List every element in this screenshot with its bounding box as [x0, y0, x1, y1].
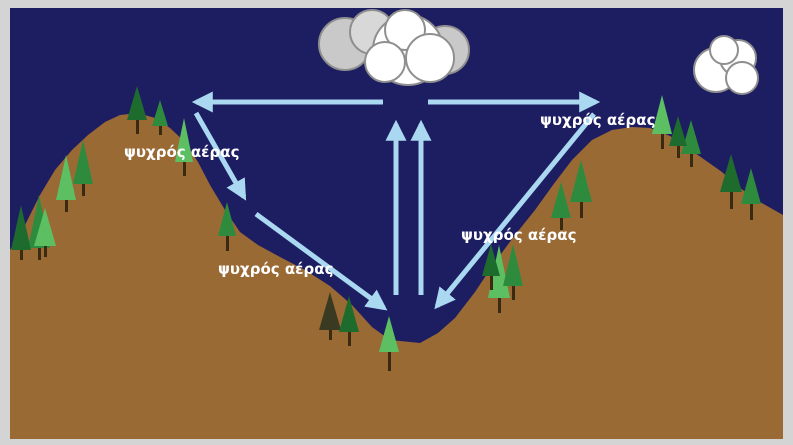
- label-middle-left: ψυχρός αέρας: [218, 260, 333, 278]
- label-top-left: ψυχρός αέρας: [124, 143, 239, 161]
- label-middle-right: ψυχρός αέρας: [461, 226, 576, 244]
- label-top-right: ψυχρός αέρας: [540, 111, 655, 129]
